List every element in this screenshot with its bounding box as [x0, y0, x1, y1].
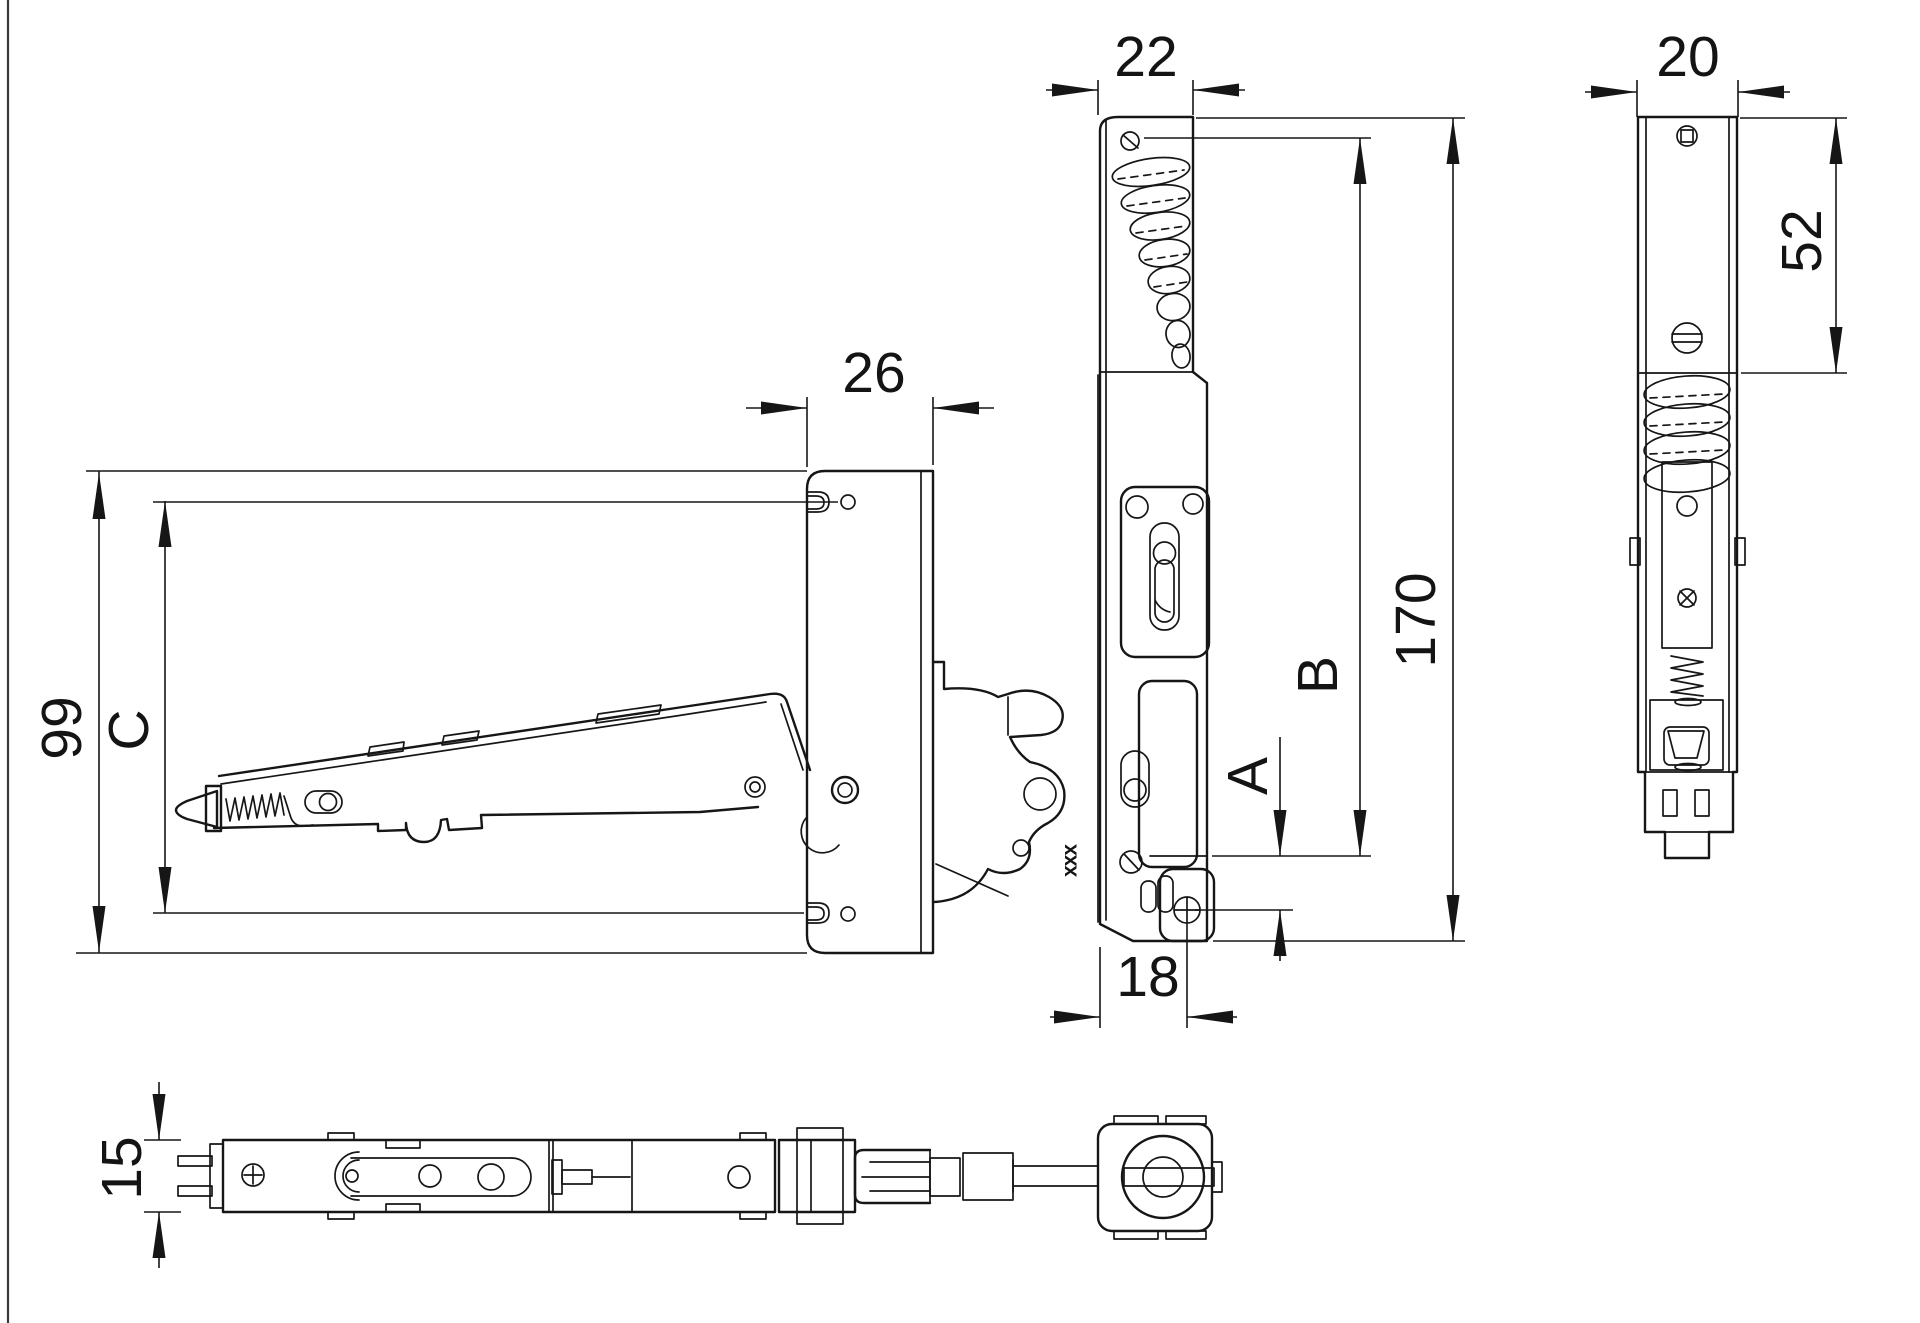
dim-label-52: 52 [1770, 209, 1834, 272]
dim-profile-thickness: 15 [90, 1082, 181, 1268]
roller-block [1096, 1115, 1223, 1240]
spring-coil-front [1111, 156, 1191, 369]
right-side-view [1629, 115, 1746, 860]
dim-label-a: A [1216, 757, 1280, 795]
dimensions: 22 20 26 99 [30, 25, 1847, 1268]
dim-length-b: B [1144, 137, 1371, 857]
dim-upper-section: 52 [1740, 117, 1847, 374]
spring-coil-side [1643, 374, 1731, 494]
dim-offset-a: A [1195, 737, 1293, 961]
dim-side-width: 20 [1585, 25, 1790, 117]
dim-label-99: 99 [30, 696, 94, 759]
dim-plate-depth: 26 [746, 341, 994, 467]
dim-label-26: 26 [842, 341, 905, 405]
bottom-view [177, 1115, 1223, 1240]
latch-hook [931, 660, 1066, 904]
dim-label-170: 170 [1384, 572, 1448, 667]
dim-label-22: 22 [1114, 25, 1177, 89]
dim-label-c: C [97, 709, 161, 750]
dim-overall-length: 170 [1196, 117, 1465, 942]
dim-pivot-offset: 18 [1050, 923, 1237, 1028]
part-marking: xxx [1059, 844, 1082, 877]
side-view [174, 469, 1066, 955]
front-view [1097, 115, 1216, 943]
dim-label-20: 20 [1656, 25, 1719, 89]
arm [174, 692, 860, 854]
dim-label-b: B [1286, 656, 1350, 694]
dim-front-width: 22 [1046, 25, 1245, 115]
dim-plate-height: 99 [30, 470, 807, 954]
dim-label-15: 15 [90, 1136, 154, 1199]
dim-hole-pitch: C [97, 501, 838, 914]
dim-label-18: 18 [1116, 945, 1179, 1009]
